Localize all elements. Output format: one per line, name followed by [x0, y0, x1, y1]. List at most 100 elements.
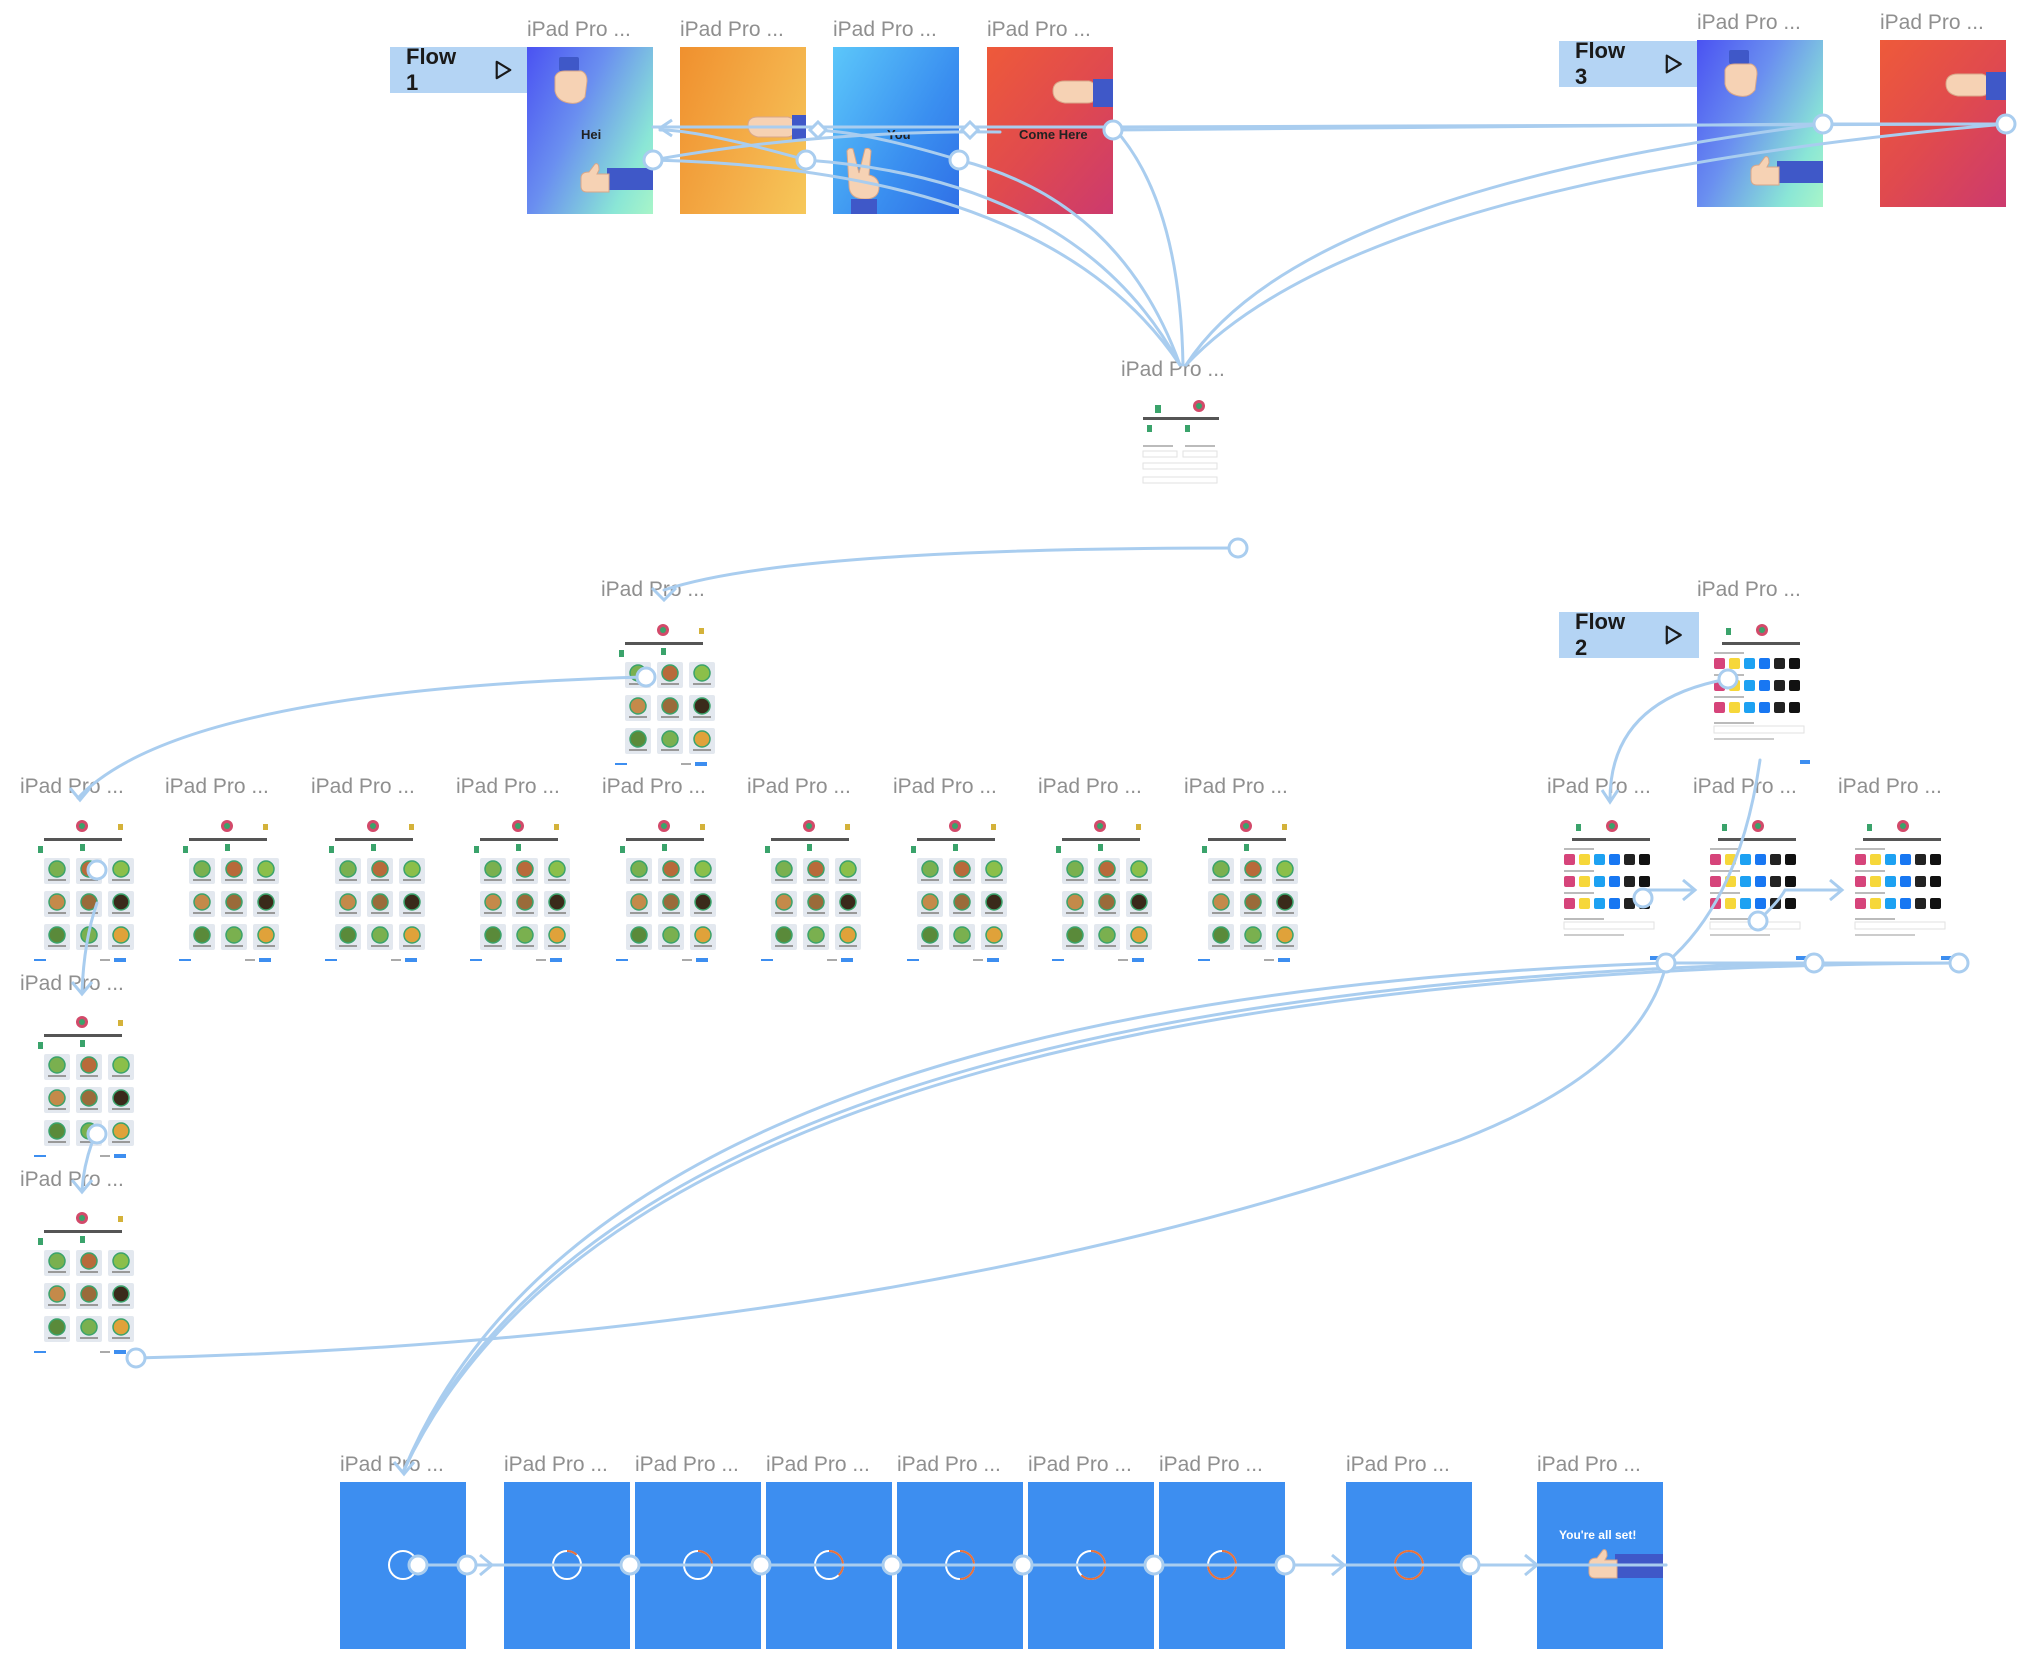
food-grid-preview	[907, 820, 1007, 962]
frame-title: iPad Pro ...	[527, 18, 631, 41]
raised-hand-icon	[1724, 50, 1758, 97]
frame-title: iPad Pro ...	[456, 775, 560, 798]
progress-screen-frame-7[interactable]	[1159, 1482, 1285, 1649]
hei-text: Hei	[581, 127, 602, 142]
waving-hand-icon	[1052, 79, 1113, 107]
frame-title: iPad Pro ...	[1346, 1453, 1450, 1476]
frame-title: iPad Pro ...	[1028, 1453, 1132, 1476]
frame-title: iPad Pro ...	[747, 775, 851, 798]
profile-form-preview	[1142, 400, 1219, 484]
social-apps-frame-top[interactable]	[1706, 622, 1816, 770]
flow-2-start-button[interactable]: Flow 2	[1559, 609, 1699, 660]
frame-title: iPad Pro ...	[20, 775, 124, 798]
flow-2-label: Flow 2	[1575, 609, 1626, 660]
food-grid-frame-col-2[interactable]	[30, 1014, 136, 1162]
food-grid-frame-8[interactable]	[1048, 818, 1154, 966]
social-apps-preview	[1709, 820, 1806, 960]
frame-title: iPad Pro ...	[165, 775, 269, 798]
frame-title: iPad Pro ...	[893, 775, 997, 798]
food-grid-main-frame[interactable]	[611, 622, 717, 770]
progress-screen-frame-4[interactable]	[766, 1482, 892, 1649]
frame-title: iPad Pro ...	[987, 18, 1091, 41]
food-grid-frame-6[interactable]	[757, 818, 863, 966]
progress-ring-icon	[552, 1550, 582, 1580]
all-set-screen-frame[interactable]: You're all set!	[1537, 1482, 1663, 1649]
food-grid-preview	[34, 1016, 134, 1158]
pointing-hand-icon	[747, 115, 806, 141]
food-grid-frame-7[interactable]	[903, 818, 1009, 966]
peace-hand-icon	[846, 147, 880, 214]
progress-screen-frame-8[interactable]	[1346, 1482, 1472, 1649]
progress-screen-frame-1[interactable]	[340, 1482, 466, 1649]
food-grid-frame-4[interactable]	[466, 818, 572, 966]
food-grid-frame-2[interactable]	[175, 818, 281, 966]
food-grid-preview	[470, 820, 570, 962]
you-screen-frame[interactable]: You	[833, 47, 959, 214]
food-grid-frame-5[interactable]	[612, 818, 718, 966]
progress-ring-icon	[388, 1550, 418, 1580]
thumbs-up-icon	[580, 163, 653, 193]
food-grid-frame-col-3[interactable]	[30, 1210, 136, 1358]
social-apps-preview	[1854, 820, 1951, 960]
frame-title: iPad Pro ...	[340, 1453, 444, 1476]
frame-title: iPad Pro ...	[1693, 775, 1797, 798]
hei-screen-frame[interactable]: Hei	[527, 47, 653, 214]
social-apps-frame-1[interactable]	[1556, 818, 1666, 966]
flow-3-start-button[interactable]: Flow 3	[1559, 38, 1699, 89]
welcome-screen-frame[interactable]	[1880, 40, 2006, 207]
frame-title: iPad Pro ...	[1547, 775, 1651, 798]
progress-screen-frame-2[interactable]	[504, 1482, 630, 1649]
frame-title: iPad Pro ...	[635, 1453, 739, 1476]
frame-title: iPad Pro ...	[1697, 578, 1801, 601]
frame-title: iPad Pro ...	[602, 775, 706, 798]
play-icon	[495, 60, 512, 80]
frame-title: iPad Pro ...	[1184, 775, 1288, 798]
progress-screen-frame-6[interactable]	[1028, 1482, 1154, 1649]
food-grid-preview	[34, 1212, 134, 1354]
you-text: You	[887, 127, 911, 142]
food-grid-preview	[616, 820, 716, 962]
frame-title: iPad Pro ...	[504, 1453, 608, 1476]
social-apps-frame-2[interactable]	[1702, 818, 1812, 966]
progress-ring-icon	[1394, 1550, 1424, 1580]
food-grid-preview	[615, 624, 715, 766]
orange-screen-frame[interactable]	[680, 47, 806, 214]
waving-hand-icon	[1945, 72, 2006, 100]
social-apps-preview	[1713, 624, 1810, 764]
thumbs-up-icon	[1750, 156, 1823, 186]
food-grid-frame-3[interactable]	[321, 818, 427, 966]
frame-title: iPad Pro ...	[766, 1453, 870, 1476]
raised-hand-icon	[554, 57, 588, 104]
frame-title: iPad Pro ...	[1121, 358, 1225, 381]
progress-screen-frame-5[interactable]	[897, 1482, 1023, 1649]
progress-ring-icon	[814, 1550, 844, 1580]
come-here-screen-frame[interactable]: Come Here	[987, 47, 1113, 214]
social-apps-frame-3[interactable]	[1847, 818, 1957, 966]
food-grid-frame-1[interactable]	[30, 818, 136, 966]
social-apps-preview	[1563, 820, 1660, 960]
frame-title: iPad Pro ...	[680, 18, 784, 41]
progress-ring-icon	[1207, 1550, 1237, 1580]
frame-title: iPad Pro ...	[1880, 11, 1984, 34]
all-set-text: You're all set!	[1559, 1528, 1637, 1542]
flow-3-label: Flow 3	[1575, 38, 1626, 89]
hei-screen-frame-2[interactable]	[1697, 40, 1823, 207]
profile-form-screen-frame[interactable]	[1133, 393, 1228, 498]
play-icon	[1666, 54, 1683, 74]
food-grid-preview	[179, 820, 279, 962]
frame-title: iPad Pro ...	[601, 578, 705, 601]
flow-1-start-button[interactable]: Flow 1	[390, 44, 528, 95]
flow-1-label: Flow 1	[406, 44, 457, 95]
frame-title: iPad Pro ...	[1697, 11, 1801, 34]
frame-title: iPad Pro ...	[1038, 775, 1142, 798]
food-grid-preview	[325, 820, 425, 962]
progress-ring-icon	[1076, 1550, 1106, 1580]
progress-ring-icon	[683, 1550, 713, 1580]
progress-ring-icon	[945, 1550, 975, 1580]
frame-title: iPad Pro ...	[833, 18, 937, 41]
food-grid-frame-9[interactable]	[1194, 818, 1300, 966]
frame-title: iPad Pro ...	[897, 1453, 1001, 1476]
progress-screen-frame-3[interactable]	[635, 1482, 761, 1649]
come-here-text: Come Here	[1019, 127, 1088, 142]
